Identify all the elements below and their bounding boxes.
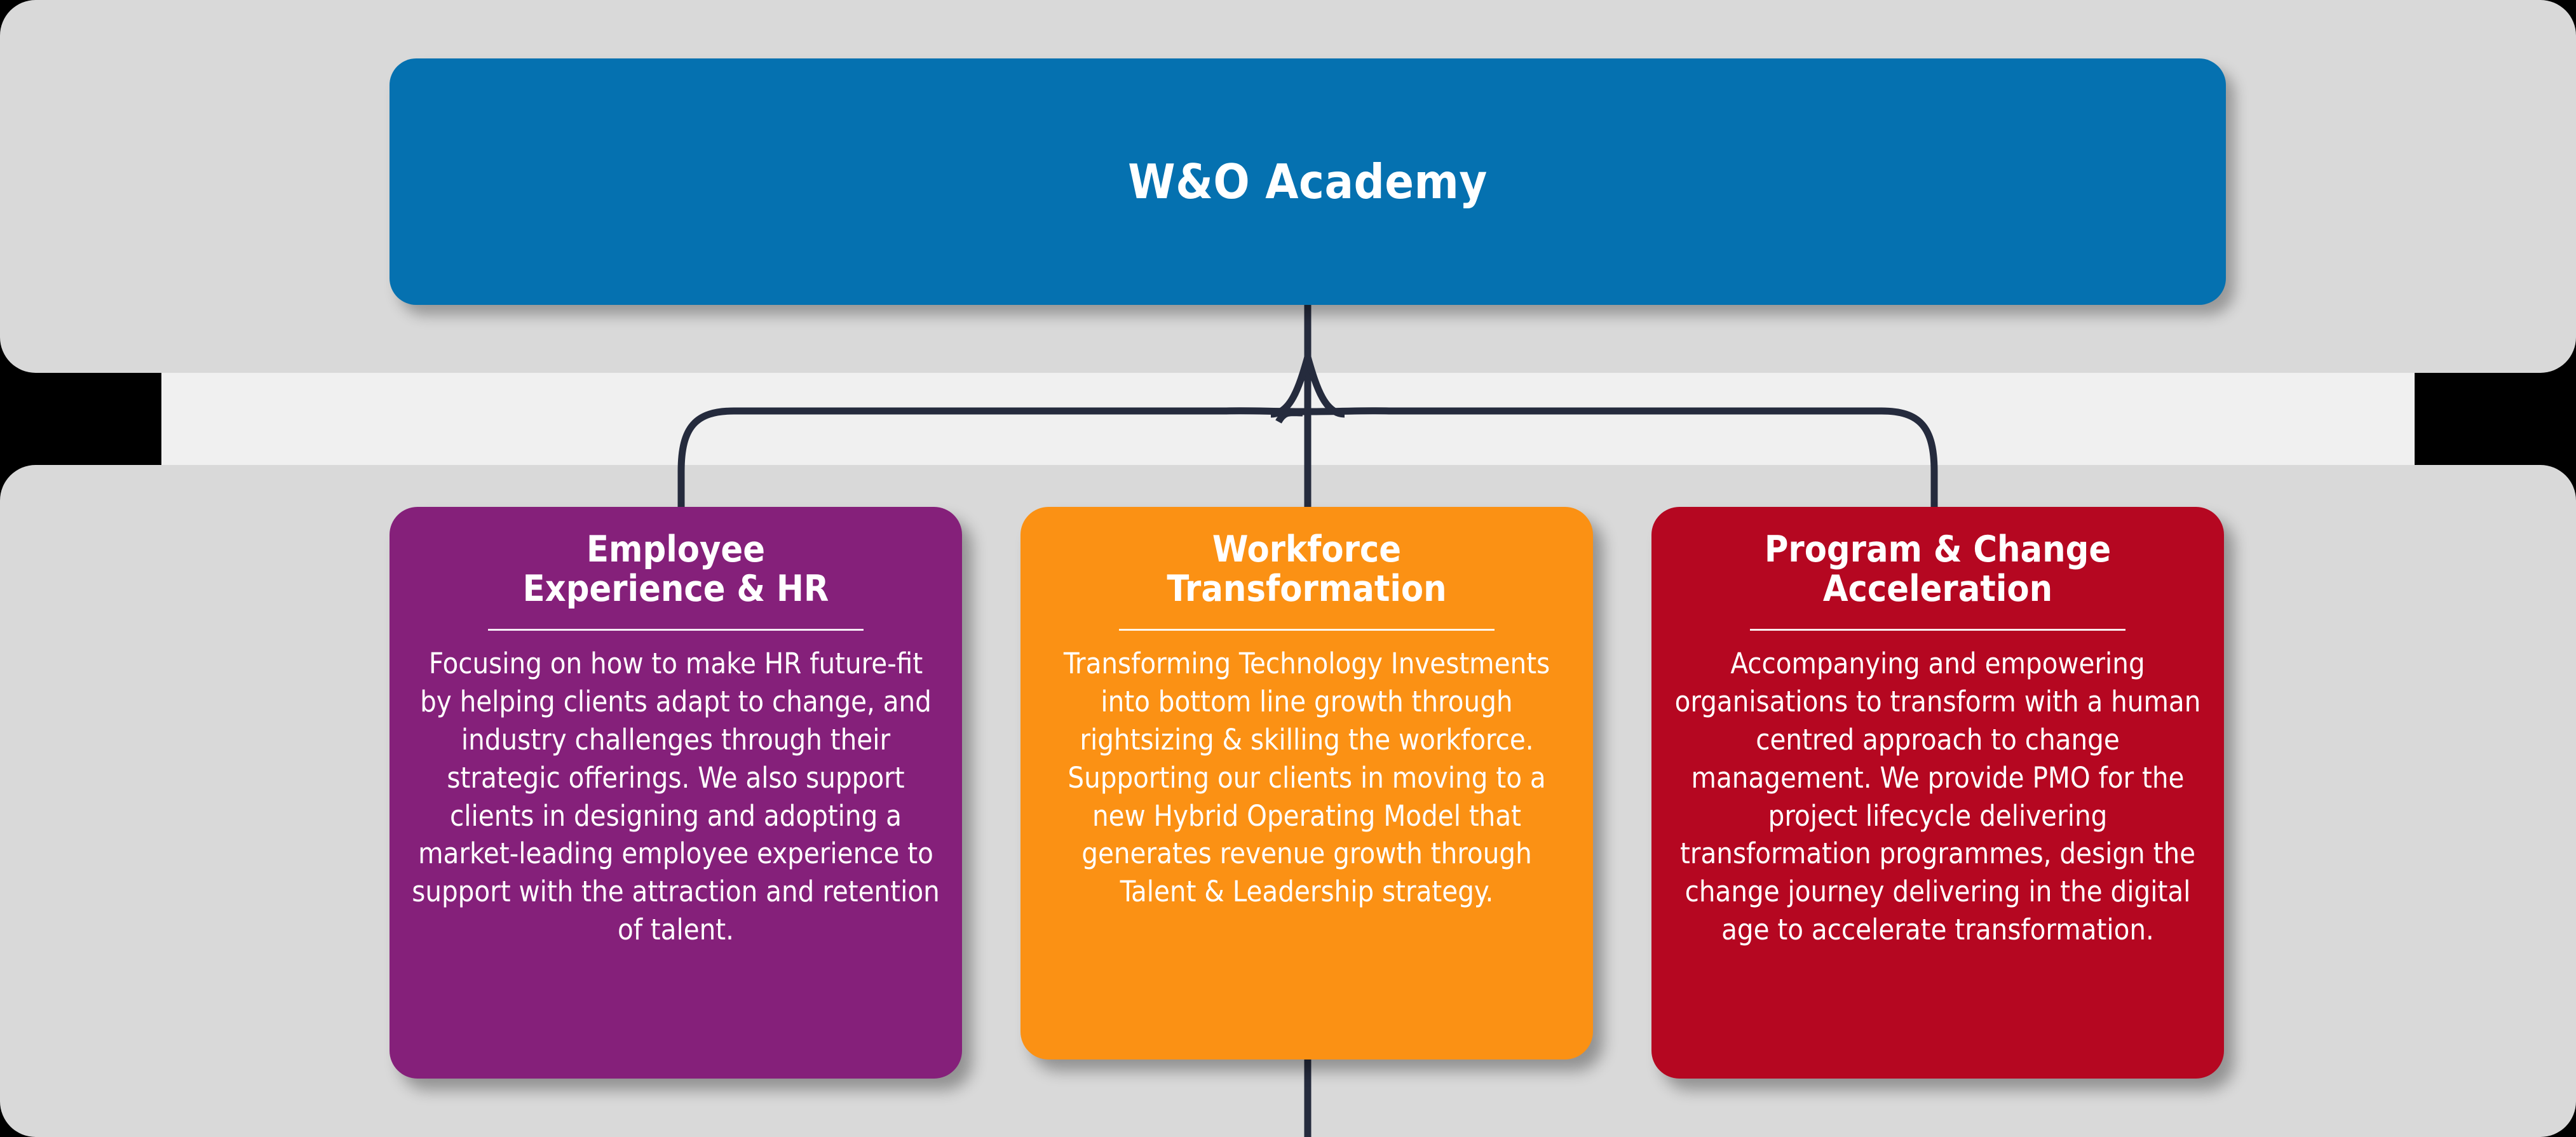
card-employee-experience-and-hr[interactable]: Employee Experience & HR Focusing on how… [390,507,962,1079]
root-node-title: W&O Academy [1128,153,1488,210]
card-divider [487,629,864,631]
card-workforce-transformation[interactable]: Workforce Transformation Transforming Te… [1020,507,1593,1060]
card-title: Workforce Transformation [1167,528,1447,610]
root-node-w-and-o-academy[interactable]: W&O Academy [390,58,2226,305]
card-program-and-change-acceleration[interactable]: Program & Change Acceleration Accompanyi… [1651,507,2224,1079]
card-title: Employee Experience & HR [522,528,829,610]
card-body: Accompanying and empowering organisation… [1674,647,2201,947]
card-divider [1749,629,2126,631]
card-body: Transforming Technology Investments into… [1063,647,1550,909]
card-title: Program & Change Acceleration [1764,528,2112,610]
background-band-middle [161,373,2415,465]
card-body: Focusing on how to make HR future-fit by… [412,647,940,947]
card-divider [1118,629,1495,631]
